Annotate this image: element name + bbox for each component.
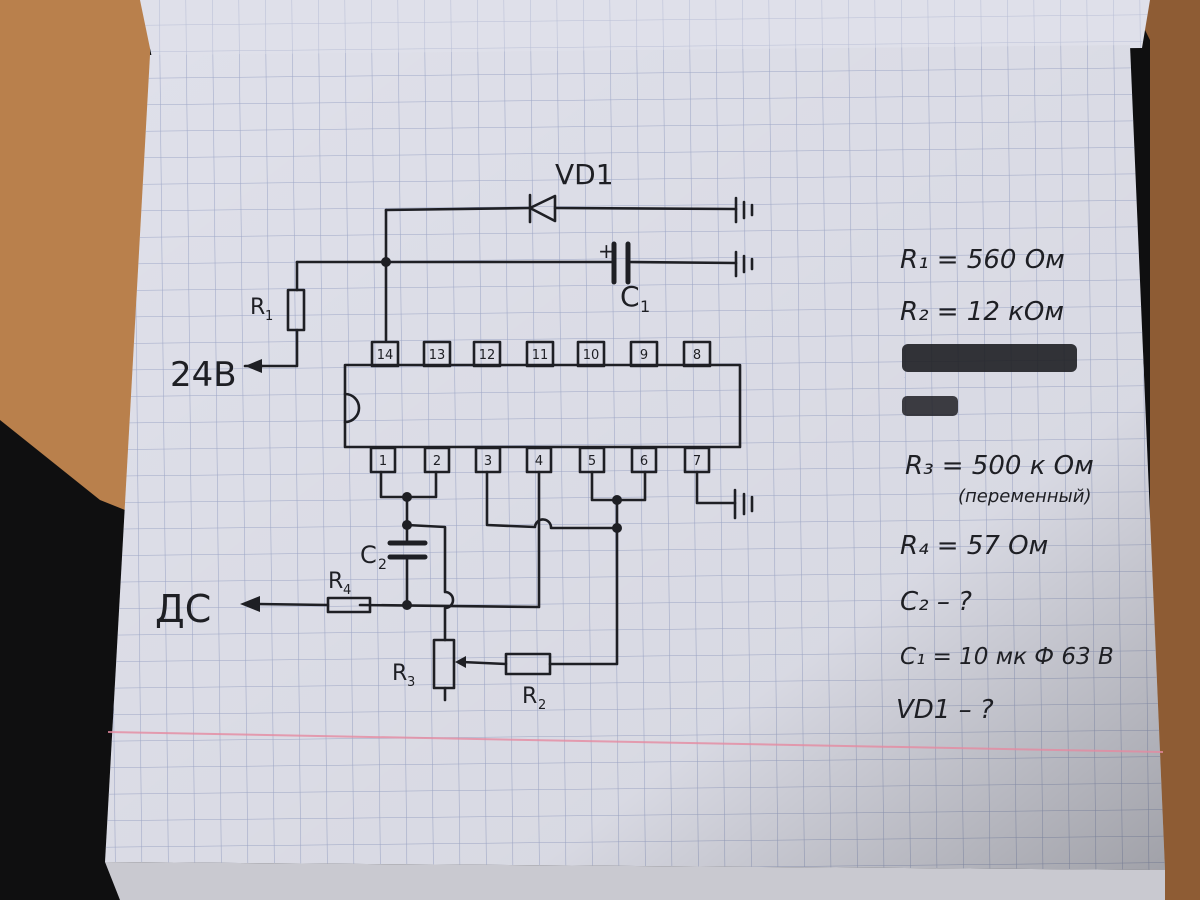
junction-dot [402,492,412,502]
wire-pin5-6-down [548,498,619,666]
junction-dot [402,520,412,530]
wire-r1-bottom [260,328,299,368]
note-r2: R₂ = 12 кОм [900,297,1064,327]
pin-number: 9 [640,348,648,363]
pin-number: 6 [640,454,648,469]
wire-r2-wiper [460,660,508,666]
pin-number: 4 [535,454,543,469]
dip14-chip-icon [343,340,742,474]
margin-line [107,731,1164,753]
pin-number: 7 [693,454,701,469]
arrow-icon [240,596,260,612]
wire-pin3 [485,470,619,530]
scribble-crossout [902,396,958,416]
scribble-crossout [902,344,1077,372]
schematic-fills [240,257,622,668]
page-bottom-edge [105,862,1165,900]
c2-label: C [360,541,377,569]
junction-dot [612,523,622,533]
pin-number: 11 [532,348,549,363]
note-c2: C₂ – ? [900,587,972,617]
junction-dot [402,600,412,610]
wire-vd1-right [553,206,738,211]
r4-label: R [328,569,343,594]
r2-label: R [522,684,537,709]
pin-number: 10 [583,348,600,363]
note-r3: R₃ = 500 к Ом [905,451,1094,481]
c2-label-sub: 2 [378,557,387,573]
wire-vd1-left [384,206,532,212]
desk-right [1130,0,1200,900]
junction-dot [612,495,622,505]
wire-pin7 [695,470,737,505]
pin-number: 2 [433,454,441,469]
r3-label-sub: 3 [407,675,415,690]
supply-label: 24В [170,355,237,395]
page-shading [105,45,1165,870]
pin-number: 1 [379,454,387,469]
wire-to-r3 [405,523,455,642]
r1-label: R [250,295,265,320]
pin-number: 5 [588,454,596,469]
r4-label-sub: 4 [343,583,351,598]
desk-surface [0,0,150,520]
r3-label: R [392,661,407,686]
junction-dot [381,257,391,267]
pin-number: 8 [693,348,701,363]
note-r3-variable: (переменный) [958,486,1092,507]
c1-plus: + [598,239,615,263]
ground-icon [733,488,754,520]
wire-pin4 [358,470,541,609]
vd1-label: VD1 [555,158,614,191]
wiper-arrow-icon [455,656,466,668]
schematic-labels: VD1 + C 1 R 1 24В C 2 R 4 R 3 R 2 ДС [155,158,650,713]
r2-label-sub: 2 [538,698,546,713]
wire-c1-right [626,260,738,265]
note-vd1: VD1 – ? [896,695,994,725]
arrow-icon [245,359,262,373]
note-r1: R₁ = 560 Ом [900,245,1065,275]
pin-number: 3 [484,454,492,469]
pin-number: 14 [377,348,394,363]
top-page-grid [140,0,1150,58]
c1-label-sub: 1 [640,297,650,316]
ground-icon [734,196,754,224]
note-r4: R₄ = 57 Ом [900,531,1048,561]
r1-label-sub: 1 [265,309,273,324]
wire-output [256,602,330,607]
pin-number: 13 [429,348,446,363]
pin-number: 12 [479,348,496,363]
ground-icon [734,250,754,278]
output-label: ДС [155,587,211,631]
schematic [243,193,754,702]
pin-numbers: 14 13 12 11 10 9 8 1 2 3 4 5 6 7 [377,348,701,469]
note-c1: C₁ = 10 мк Ф 63 В [900,644,1114,670]
c1-label: C [620,280,640,313]
component-notes: R₁ = 560 Ом R₂ = 12 кОм R₃ = 500 к Ом (п… [896,245,1114,725]
